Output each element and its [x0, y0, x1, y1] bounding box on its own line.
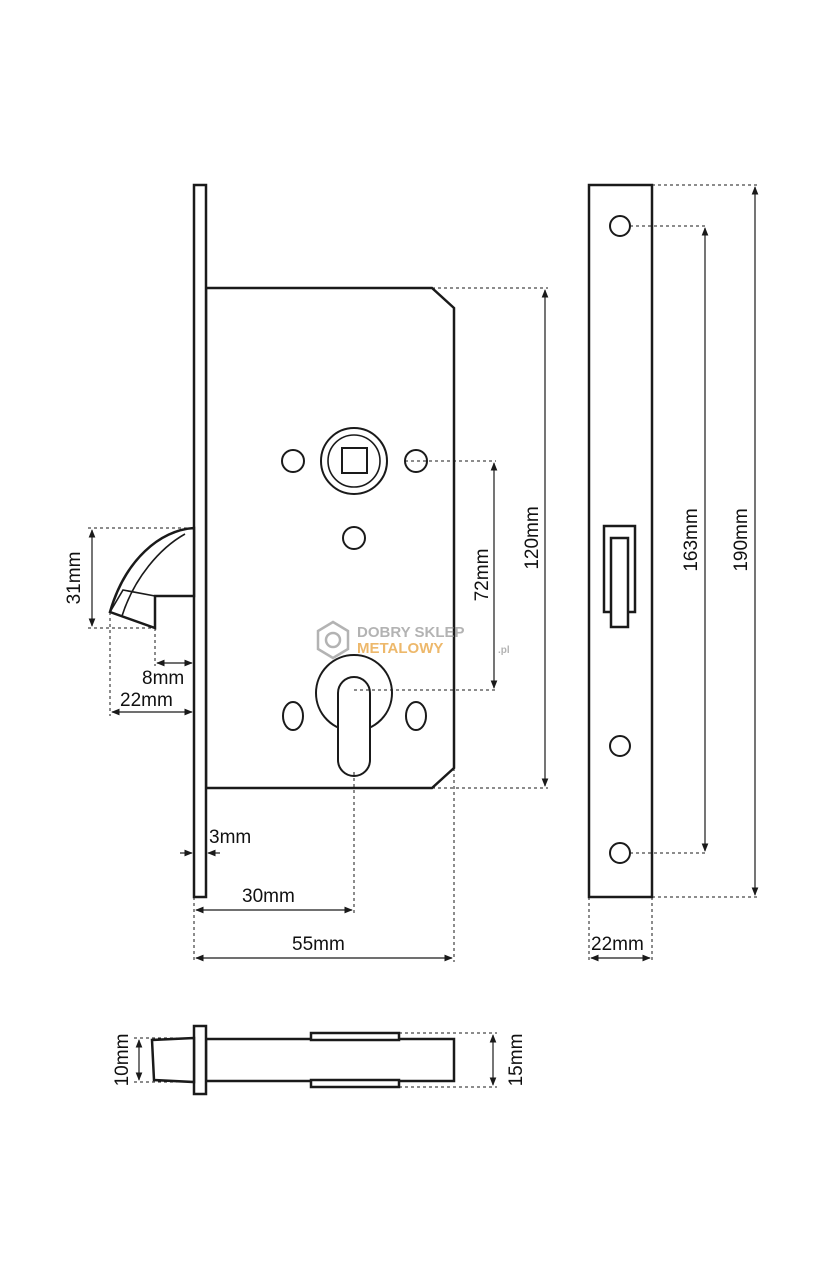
watermark-line1: DOBRY SKLEP [357, 624, 465, 641]
dim-screw-spacing: 163mm [630, 225, 709, 854]
watermark-suffix: .pl [498, 645, 510, 656]
dim-backset-label: 30mm [242, 886, 295, 907]
faceplate-screw-top [609, 215, 631, 237]
dim-spindle-cylinder-label: 72mm [472, 549, 493, 602]
oval-hole-left [282, 701, 304, 731]
watermark-nut-icon [316, 620, 350, 660]
dim-case-height-label: 120mm [522, 506, 543, 569]
dim-spindle-cylinder: 72mm [354, 460, 498, 691]
dim-hook-projection-label: 22mm [120, 690, 173, 711]
screw-hole-left [281, 449, 305, 473]
watermark-logo: DOBRY SKLEP METALOWY .pl [316, 620, 510, 660]
front-view: 31mm 8mm 22mm 3mm 30mm 55 [64, 183, 549, 962]
faceplate-view: 163mm 190mm 22mm [587, 183, 759, 962]
dim-bolt-thickness-label: 10mm [112, 1034, 133, 1087]
hook-bolt-tip [109, 589, 156, 613]
dim-faceplate-width-label: 22mm [591, 934, 644, 955]
dim-faceplate-width: 22mm [588, 897, 653, 962]
dim-case-thickness: 15mm [399, 1032, 527, 1088]
oval-hole-right [405, 701, 427, 731]
faceplate-screw-middle [609, 735, 631, 757]
top-case-outline [204, 1037, 456, 1083]
dim-faceplate-thickness-label: 3mm [209, 827, 251, 848]
hook-bolt-face [609, 536, 630, 629]
dim-hook-projection: 22mm [109, 612, 193, 716]
spindle-follower-inner [327, 434, 381, 488]
dim-faceplate-thickness: 3mm [180, 827, 251, 857]
dim-case-height: 120mm [432, 287, 549, 789]
dim-faceplate-height: 190mm [652, 184, 759, 898]
dim-backset: 30mm [193, 772, 355, 962]
dim-hook-height: 31mm [64, 527, 194, 629]
dim-case-depth-label: 55mm [292, 934, 345, 955]
hook-bolt-curve [121, 533, 186, 617]
cylinder-cutout [337, 676, 371, 777]
dim-screw-spacing-label: 163mm [681, 508, 702, 571]
top-case-rail-upper [309, 1031, 401, 1042]
top-faceplate [192, 1024, 208, 1096]
dim-case-thickness-label: 15mm [506, 1034, 527, 1087]
dim-hook-offset: 8mm [142, 628, 193, 689]
dim-faceplate-height-label: 190mm [731, 508, 752, 571]
top-case-rail-lower [309, 1078, 401, 1089]
top-bolt [150, 1036, 196, 1084]
dim-hook-height-label: 31mm [64, 552, 85, 605]
dim-hook-offset-label: 8mm [142, 668, 184, 689]
dim-case-depth: 55mm [195, 768, 455, 962]
faceplate-side [192, 183, 208, 899]
dim-bolt-thickness: 10mm [112, 1034, 194, 1087]
watermark-line2: METALOWY [357, 640, 443, 657]
top-view: 10mm 15mm [112, 1024, 527, 1096]
screw-hole-center [342, 526, 366, 550]
spindle-square-hole [341, 447, 368, 474]
faceplate-screw-bottom [609, 842, 631, 864]
